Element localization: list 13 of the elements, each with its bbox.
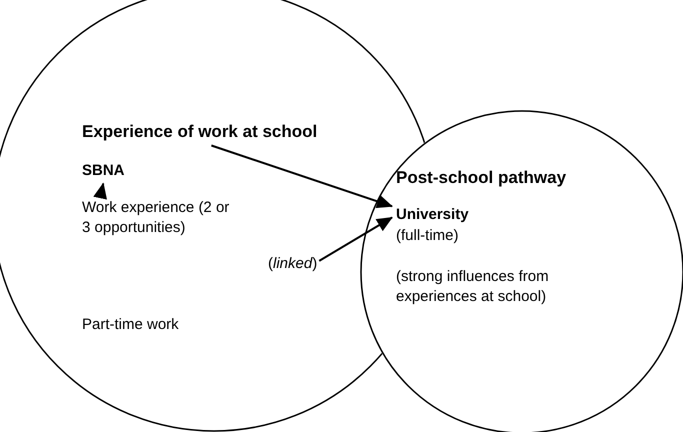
text-label: (full-time) [396, 226, 458, 246]
node-text: Experience of work at school [82, 119, 318, 144]
node-text: University [396, 204, 469, 226]
node-text: Work experience (2 or 3 opportunities) [82, 198, 237, 238]
node-text: (linked) [268, 253, 318, 276]
arrow [211, 144, 393, 208]
text-label: (strong influences from experiences at school) [396, 267, 550, 307]
circle-outline [360, 110, 683, 432]
arrow [93, 182, 107, 200]
node-text: Post-school pathway [396, 165, 566, 190]
text-label: Part-time work [82, 315, 179, 335]
arrow [318, 216, 393, 262]
node-text: SBNA [82, 160, 125, 182]
